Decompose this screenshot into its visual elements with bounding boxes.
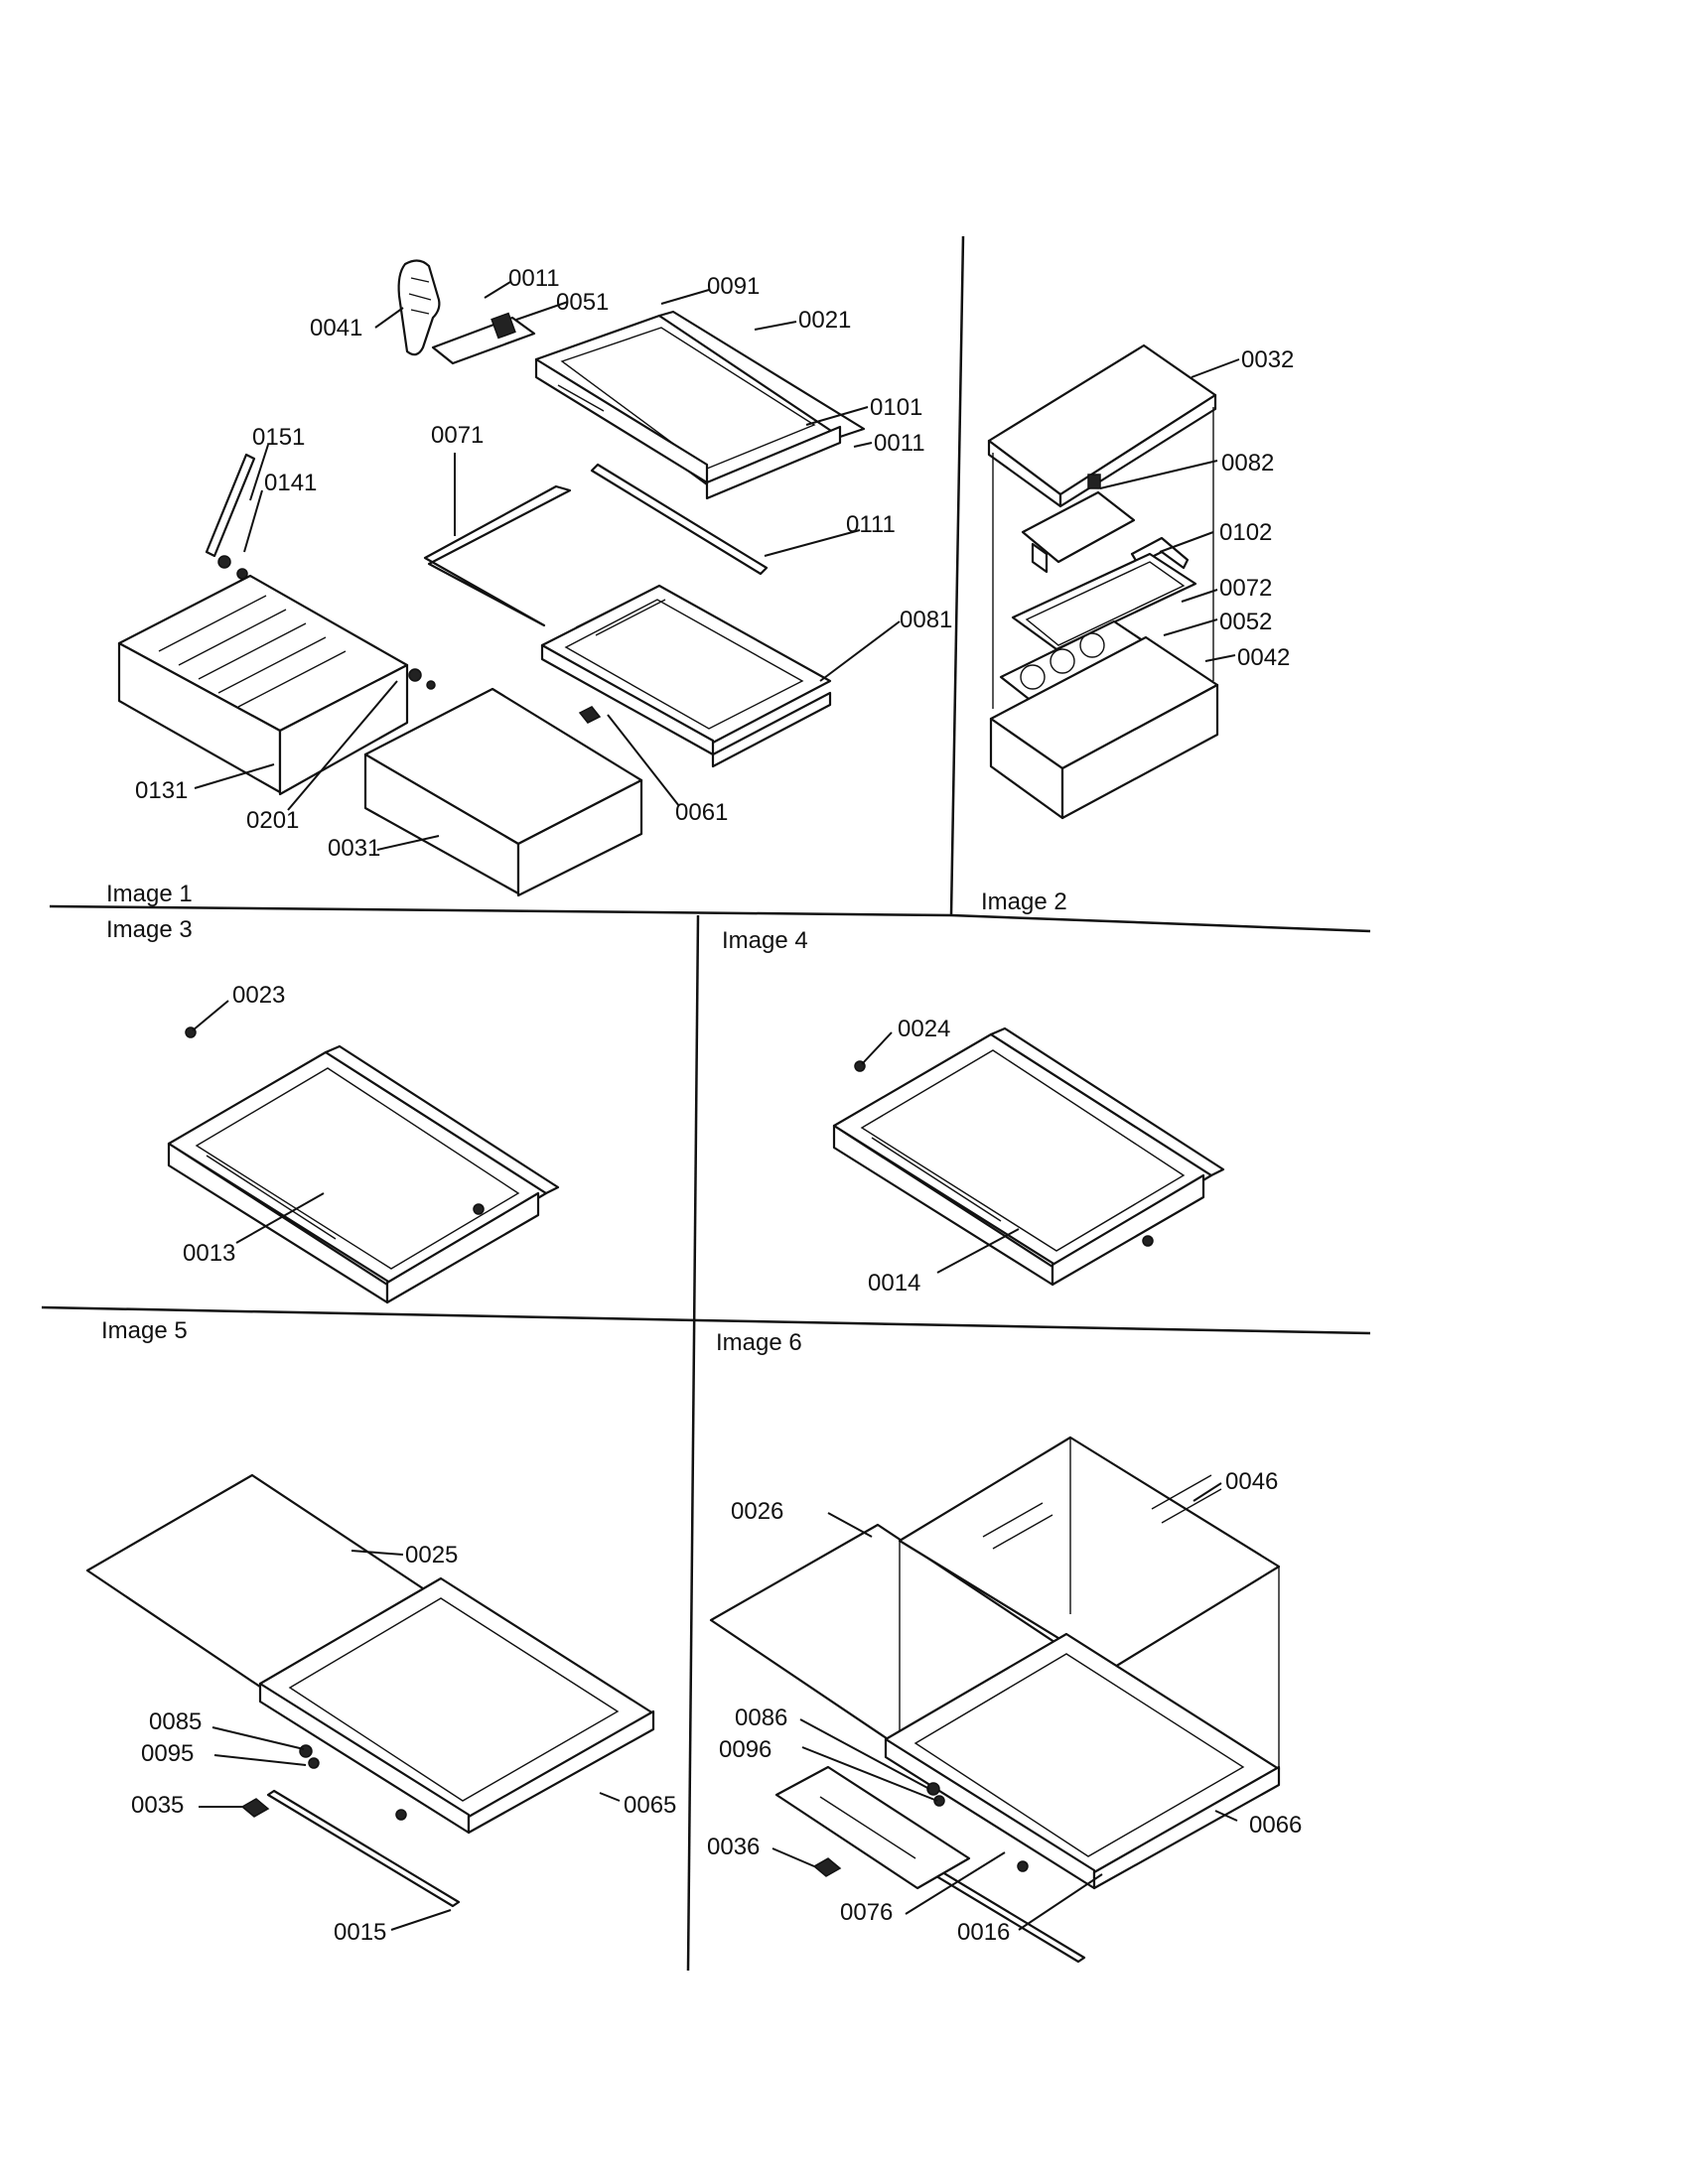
image-6-leaders xyxy=(772,1482,1238,1931)
image-6-parts xyxy=(709,1435,1281,1964)
part-label: 0041 xyxy=(310,315,362,341)
shelf-0021-drawing xyxy=(534,310,866,500)
part-label: 0025 xyxy=(405,1542,458,1569)
part-label: 0031 xyxy=(328,835,380,862)
part-label: 0101 xyxy=(870,394,922,421)
part-label: 0015 xyxy=(334,1919,386,1946)
image-4-leaders xyxy=(861,1031,1020,1274)
part-label: 0141 xyxy=(264,470,317,496)
part-label: 0131 xyxy=(135,777,188,804)
frame-0065-drawing xyxy=(258,1576,655,1835)
bracket-0071-drawing xyxy=(423,484,572,627)
part-label: 0201 xyxy=(246,807,299,834)
part-0051-drawing xyxy=(431,316,536,365)
image-2-parts xyxy=(987,343,1240,820)
part-labels: 0011 0051 0091 0021 0041 0101 0011 0151 … xyxy=(131,265,1302,1946)
shelf-0082-drawing xyxy=(1021,490,1136,564)
part-label: 0023 xyxy=(232,982,285,1009)
image-3-parts xyxy=(167,1000,560,1304)
part-label: 0066 xyxy=(1249,1812,1302,1839)
panel-title: Image 2 xyxy=(981,888,1067,915)
part-label: 0096 xyxy=(719,1736,772,1763)
part-label: 0036 xyxy=(707,1834,760,1860)
image-5-leaders xyxy=(199,1550,621,1931)
part-0085-drawing xyxy=(299,1744,313,1758)
panel-title: Image 3 xyxy=(106,916,193,943)
rail-0111-drawing xyxy=(590,463,769,576)
image-2-leaders xyxy=(1099,358,1240,662)
part-label: 0051 xyxy=(556,289,609,316)
part-label: 0071 xyxy=(431,422,484,449)
part-label: 0026 xyxy=(731,1498,783,1525)
panel-title: Image 4 xyxy=(722,927,808,954)
part-label: 0081 xyxy=(900,607,952,633)
rail-0015-drawing xyxy=(266,1789,461,1908)
drawer-0131-drawing xyxy=(117,574,409,796)
image-4-parts xyxy=(832,1026,1225,1287)
part-label: 0151 xyxy=(252,424,305,451)
part-label: 0052 xyxy=(1219,609,1272,635)
part-label: 0011 xyxy=(874,430,925,457)
panel-title: Image 5 xyxy=(101,1317,188,1344)
panel-dividers xyxy=(41,235,1371,1972)
part-label: 0076 xyxy=(840,1899,893,1926)
part-label: 0085 xyxy=(149,1708,202,1735)
part-label: 0021 xyxy=(798,307,851,334)
part-0036-drawing xyxy=(812,1857,842,1877)
part-label: 0042 xyxy=(1237,644,1290,671)
part-label: 0082 xyxy=(1221,450,1274,477)
part-label: 0032 xyxy=(1241,346,1294,373)
panel-title: Image 1 xyxy=(106,881,193,907)
image-1-leaders xyxy=(194,281,901,851)
part-0201-drawing xyxy=(408,668,422,682)
part-0096-drawing xyxy=(933,1795,945,1807)
part-label: 0035 xyxy=(131,1792,184,1819)
part-label: 0061 xyxy=(675,799,728,826)
shelf-0081-drawing xyxy=(540,584,832,768)
shelf-0014-drawing xyxy=(832,1026,1225,1287)
box-0046-drawing xyxy=(898,1435,1281,1835)
image-5-parts xyxy=(85,1473,655,1931)
part-label: 0014 xyxy=(868,1270,920,1297)
part-0035-drawing xyxy=(240,1798,270,1818)
tray-0072-drawing xyxy=(1011,552,1197,651)
part-label: 0016 xyxy=(957,1919,1010,1946)
part-label: 0046 xyxy=(1225,1468,1278,1495)
part-0041-drawing xyxy=(397,259,441,356)
image-3-leaders xyxy=(192,1000,325,1244)
part-label: 0072 xyxy=(1219,575,1272,602)
part-label: 0095 xyxy=(141,1740,194,1767)
part-label: 0091 xyxy=(707,273,760,300)
part-0061-drawing xyxy=(578,706,602,724)
pan-0031-drawing xyxy=(363,687,643,897)
part-label: 0111 xyxy=(846,511,896,538)
part-label: 0065 xyxy=(624,1792,676,1819)
trim-0076-drawing xyxy=(774,1765,971,1890)
shelf-0013-drawing xyxy=(167,1044,560,1304)
panel-titles: Image 1 Image 2 Image 3 Image 4 Image 5 … xyxy=(101,881,1067,1356)
rail-0151-drawing xyxy=(205,453,256,558)
part-label: 0011 xyxy=(508,265,560,292)
bin-0042-drawing xyxy=(989,635,1219,820)
part-label: 0013 xyxy=(183,1240,235,1267)
part-label: 0086 xyxy=(735,1705,787,1731)
image-1-parts xyxy=(117,259,901,897)
part-label: 0102 xyxy=(1219,519,1272,546)
panel-title: Image 6 xyxy=(716,1329,802,1356)
frame-0066-drawing xyxy=(884,1632,1281,1890)
part-label: 0024 xyxy=(898,1016,950,1042)
part-0095-drawing xyxy=(308,1757,320,1769)
